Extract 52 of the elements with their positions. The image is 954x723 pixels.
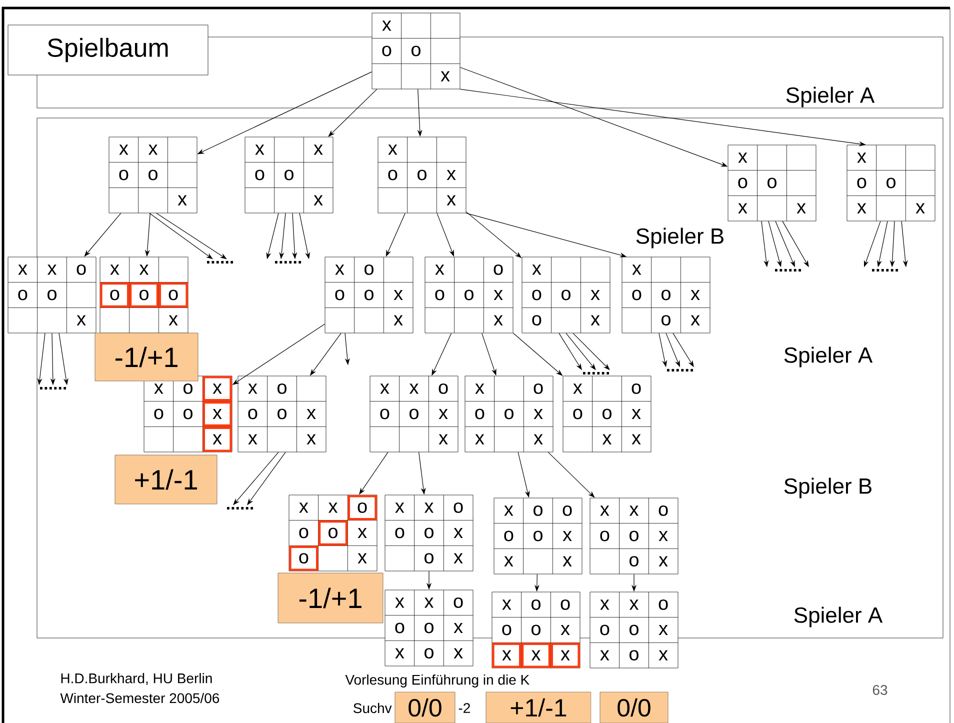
game-board: x o o o x x x bbox=[562, 376, 652, 452]
footer-text: -2 bbox=[458, 703, 470, 713]
game-board: x x o o o x bbox=[8, 256, 96, 334]
ellipsis: ...... bbox=[775, 268, 802, 272]
ellipsis: ...... bbox=[227, 506, 254, 510]
page-number: 63 bbox=[872, 685, 888, 695]
arrow bbox=[156, 212, 227, 260]
arrow bbox=[149, 212, 213, 260]
game-board: x o o o x x bbox=[324, 256, 414, 334]
game-board: x o o x o x bbox=[622, 256, 710, 334]
game-board: x o o x x bbox=[728, 144, 816, 222]
game-board: x o o x bbox=[372, 12, 460, 90]
ellipsis: ...... bbox=[40, 386, 66, 390]
ellipsis: ...... bbox=[872, 268, 898, 272]
game-board: x o x o o x x bbox=[144, 376, 232, 452]
footer-text: Winter-Semester 2005/06 bbox=[60, 692, 220, 704]
game-board: x o o o x x bbox=[424, 256, 514, 334]
value-box: +1/-1 bbox=[486, 692, 592, 723]
footer-text: H.D.Burkhard, HU Berlin bbox=[61, 673, 212, 685]
ellipsis: ...... bbox=[275, 260, 302, 264]
game-board: x x o o x bbox=[108, 136, 198, 214]
footer-text: Suchv bbox=[354, 702, 392, 714]
game-board: x o o x x bbox=[846, 144, 936, 222]
game-board: x o o o x x x bbox=[464, 376, 554, 452]
footer-text: Vorlesung Einführung in die K bbox=[345, 674, 530, 688]
game-board: x o o x o x bbox=[522, 256, 610, 334]
level-label: Spieler B bbox=[784, 478, 872, 498]
ellipsis: ...... bbox=[667, 368, 694, 372]
game-board: x o o x x bbox=[378, 136, 466, 214]
game-board: x x o o o x x bbox=[370, 376, 458, 452]
game-board: x x o o o x x o x bbox=[590, 592, 678, 668]
value-box: -1/+1 bbox=[278, 572, 384, 624]
game-board: x o o o x x x bbox=[238, 376, 326, 452]
value-box: +1/-1 bbox=[114, 454, 218, 504]
title-box: Spielbaum bbox=[8, 24, 208, 76]
game-board: x x o o o x o x bbox=[288, 494, 378, 572]
level-label: Spieler B bbox=[636, 228, 724, 248]
game-board: x x o o o x x o x bbox=[384, 590, 474, 666]
level-label: Spieler A bbox=[784, 346, 873, 368]
value-box: 0/0 bbox=[600, 692, 668, 723]
ellipsis: ...... bbox=[583, 372, 610, 374]
game-board: x x o o x bbox=[244, 136, 334, 214]
ellipsis: ...... bbox=[207, 260, 234, 264]
level-label: Spieler A bbox=[786, 86, 875, 108]
game-board: x x o o o x o x bbox=[384, 494, 474, 572]
game-board: x o o o o x x x bbox=[494, 498, 582, 574]
value-box: -1/+1 bbox=[94, 332, 198, 382]
game-board: x o o o o x x x x bbox=[492, 592, 580, 668]
value-box: 0/0 bbox=[394, 692, 456, 723]
game-board: x x o o o x o x bbox=[590, 498, 678, 574]
level-label: Spieler A bbox=[794, 606, 883, 628]
game-board: x x o o o x bbox=[100, 256, 188, 334]
